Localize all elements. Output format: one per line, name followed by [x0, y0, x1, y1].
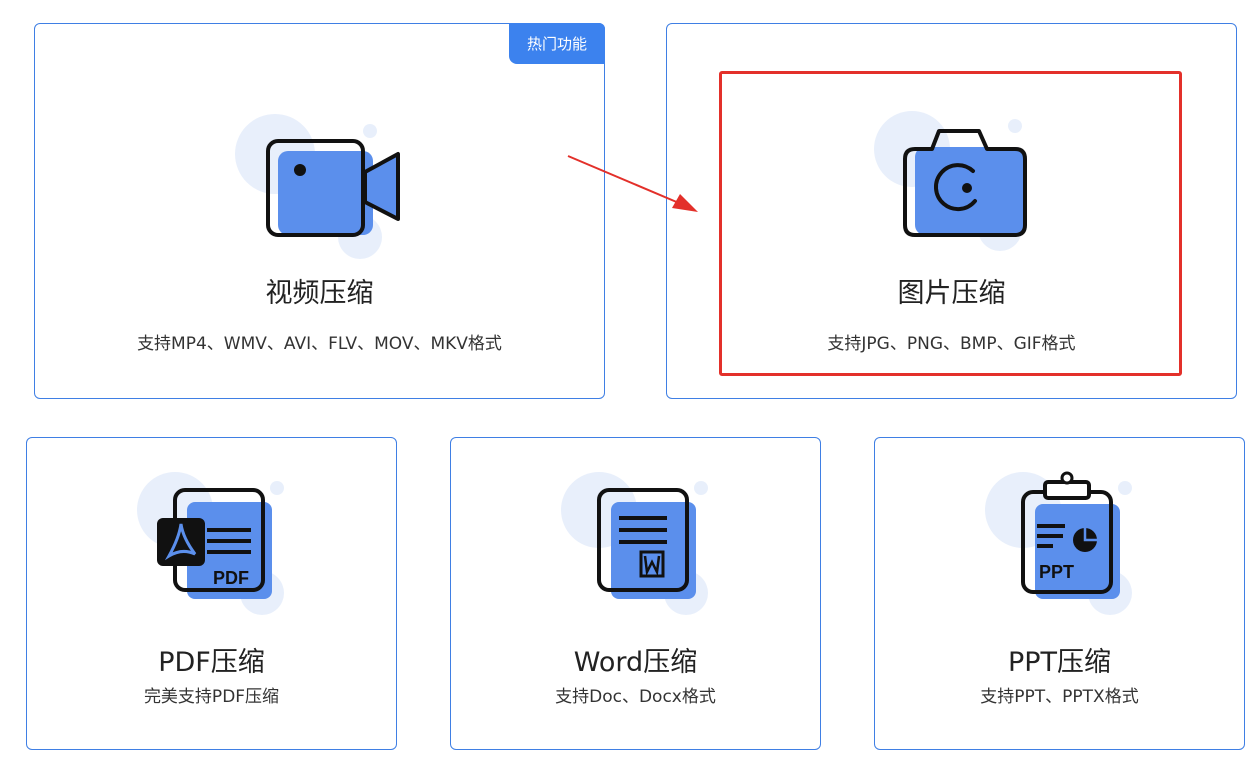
ppt-clipboard-icon: PPT: [975, 466, 1145, 620]
video-compress-card[interactable]: 热门功能 视频压缩 支持MP4、WMV、AVI、FLV、MOV、MKV格式: [34, 23, 605, 399]
card-description: 完美支持PDF压缩: [143, 687, 280, 707]
red-arrow-annotation: [560, 150, 710, 224]
card-description: 支持JPG、PNG、BMP、GIF格式: [827, 334, 1076, 354]
pdf-compress-card[interactable]: PDF PDF压缩 完美支持PDF压缩: [26, 437, 397, 750]
highlight-box: [719, 71, 1182, 376]
card-description: 支持MP4、WMV、AVI、FLV、MOV、MKV格式: [137, 334, 502, 354]
word-document-icon: [551, 468, 721, 622]
card-title: 图片压缩: [897, 278, 1006, 309]
card-description: 支持PPT、PPTX格式: [980, 687, 1139, 707]
pdf-icon-label: PDF: [213, 568, 249, 588]
pdf-document-icon: PDF: [127, 468, 297, 622]
card-description: 支持Doc、Docx格式: [555, 687, 716, 707]
video-camera-icon: [230, 109, 420, 273]
image-compress-card[interactable]: 图片压缩 支持JPG、PNG、BMP、GIF格式: [666, 23, 1237, 399]
card-title: Word压缩: [573, 647, 698, 678]
ppt-compress-card[interactable]: PPT PPT压缩 支持PPT、PPTX格式: [874, 437, 1245, 750]
hot-feature-badge: 热门功能: [509, 23, 605, 64]
camera-icon: [867, 109, 1047, 273]
card-title: 视频压缩: [265, 278, 374, 309]
card-title: PDF压缩: [158, 647, 265, 678]
card-title: PPT压缩: [1007, 647, 1112, 678]
ppt-icon-label: PPT: [1039, 562, 1074, 582]
word-compress-card[interactable]: Word压缩 支持Doc、Docx格式: [450, 437, 821, 750]
